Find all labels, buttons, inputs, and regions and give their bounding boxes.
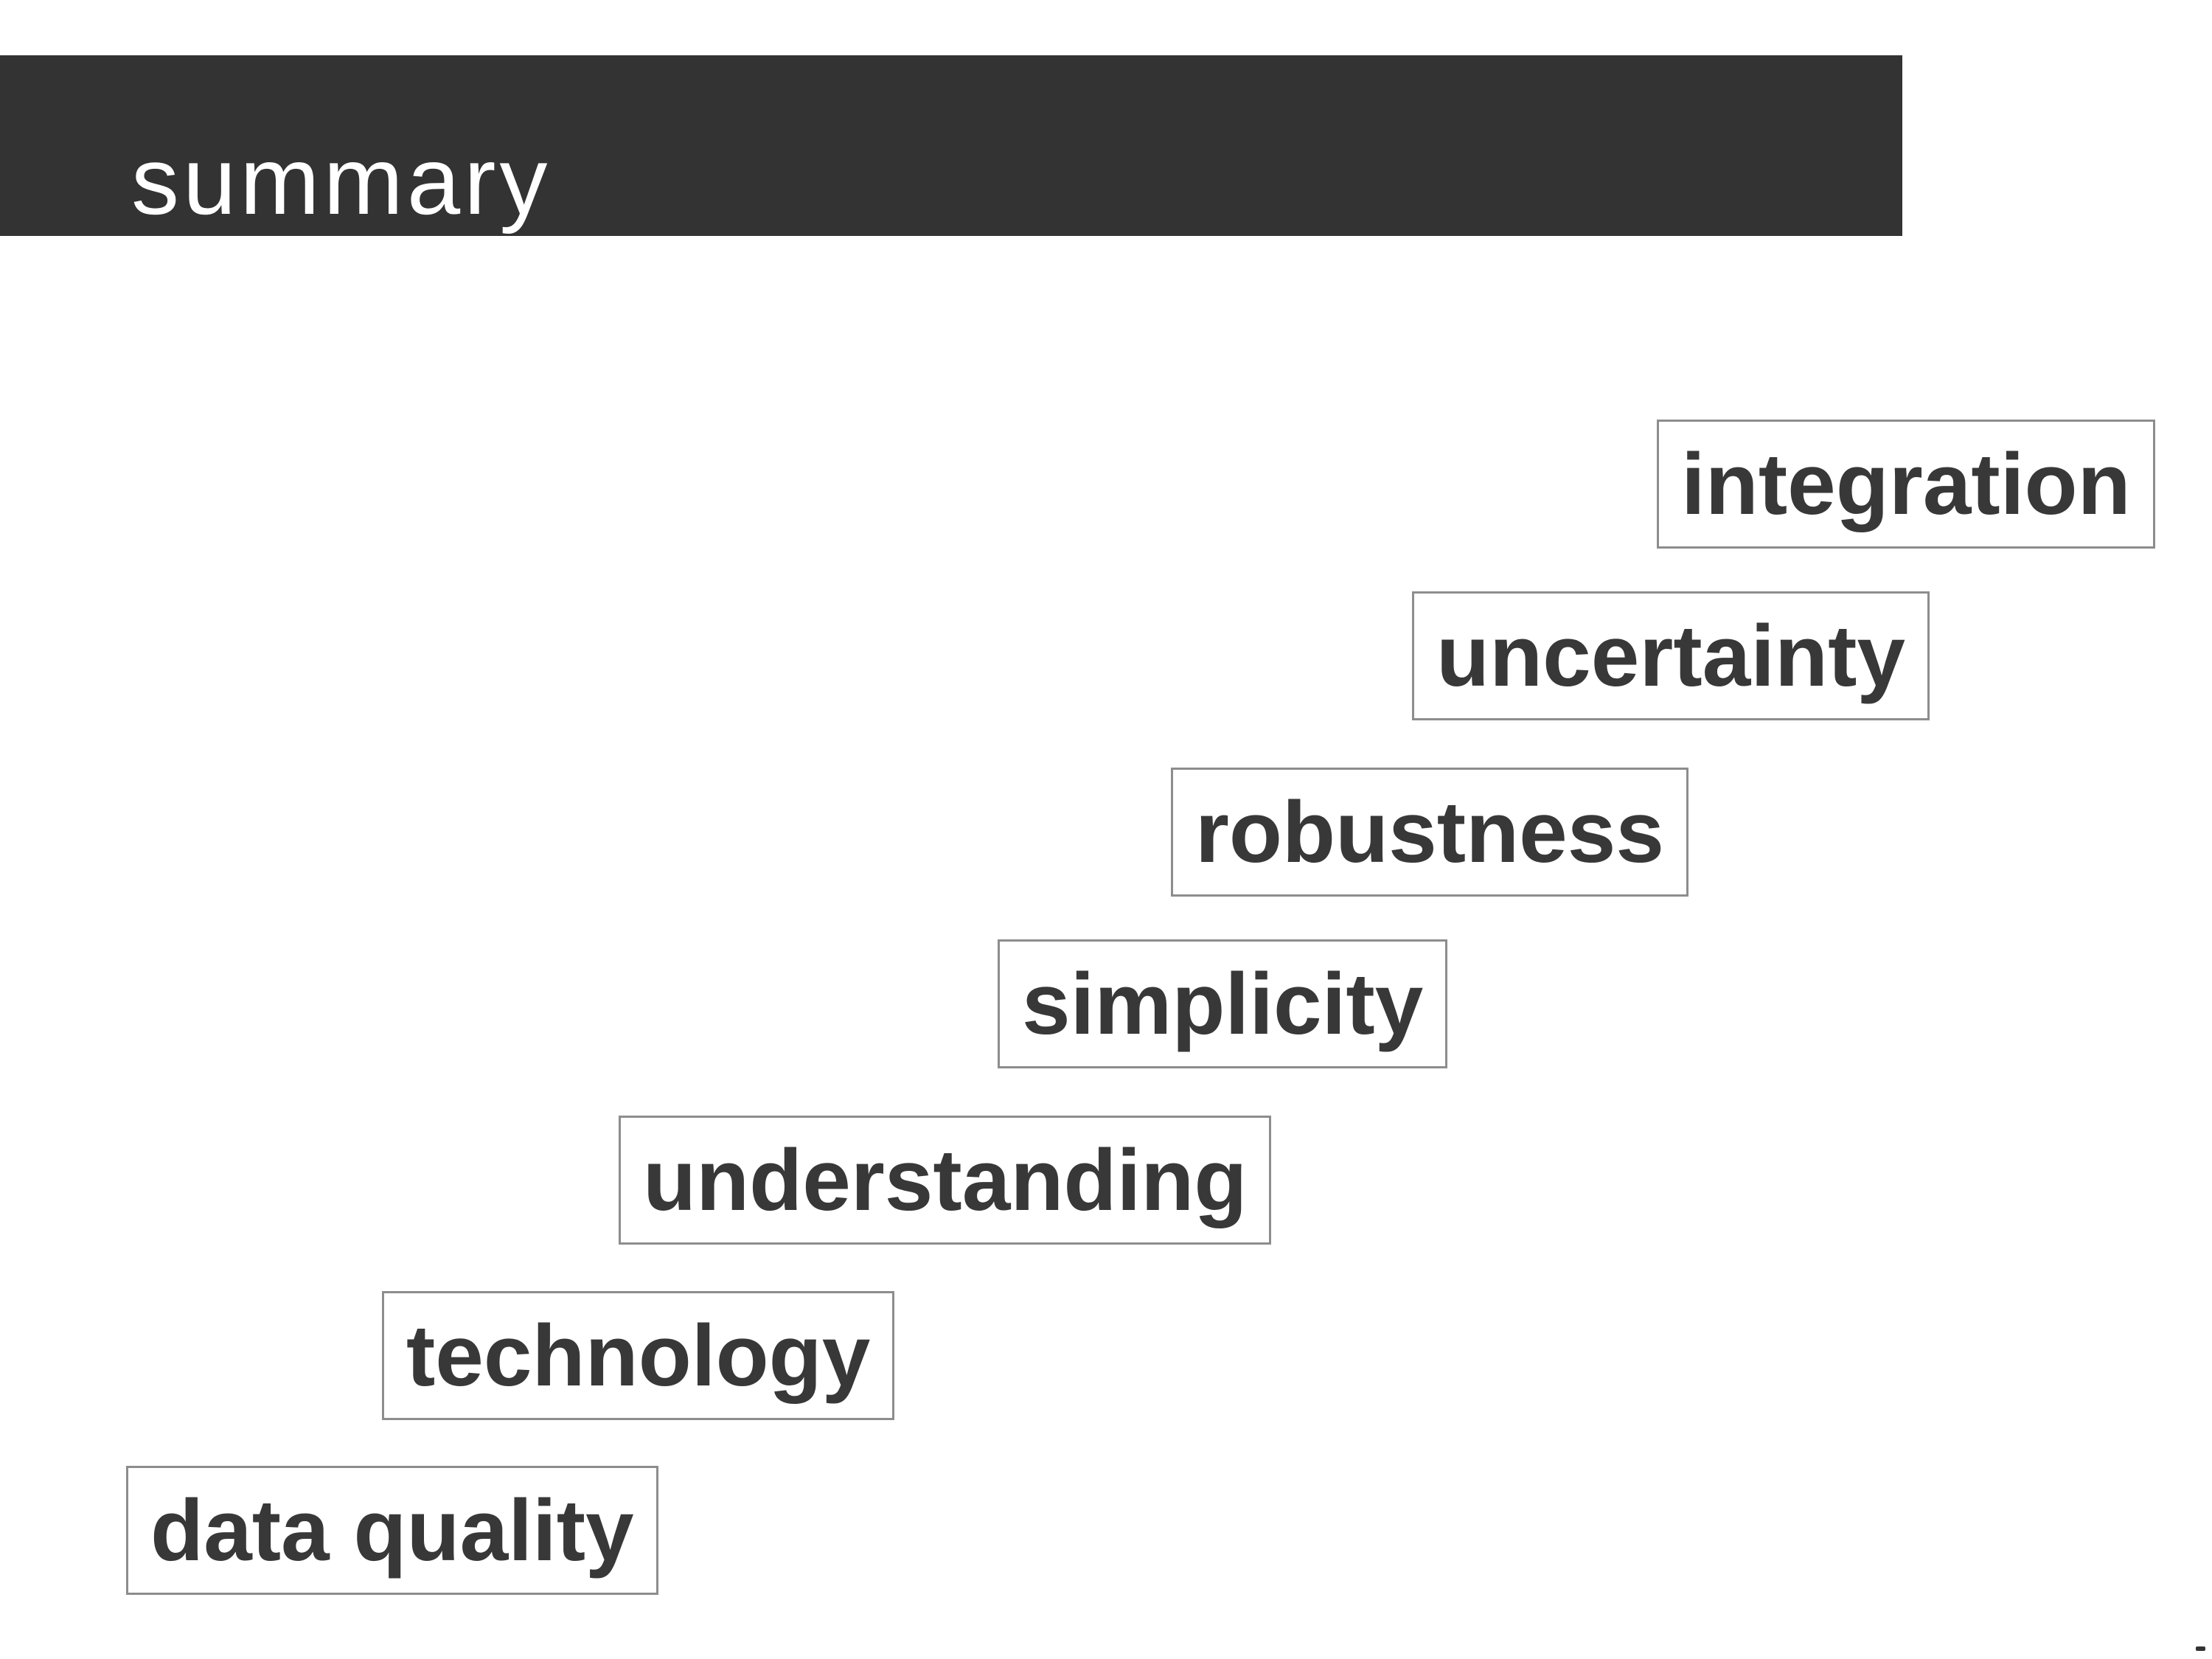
title-bar: summary [0,55,1902,236]
slide-title: summary [131,127,552,234]
concept-box-data-quality: data quality [126,1466,658,1595]
concept-box-integration: integration [1657,420,2155,549]
concept-box-uncertainty: uncertainty [1412,591,1930,720]
concept-box-technology: technology [382,1291,895,1420]
concept-box-robustness: robustness [1171,768,1689,897]
stray-period-mark [2196,1646,2205,1651]
concept-box-understanding: understanding [619,1116,1272,1245]
concept-box-simplicity: simplicity [998,939,1448,1068]
